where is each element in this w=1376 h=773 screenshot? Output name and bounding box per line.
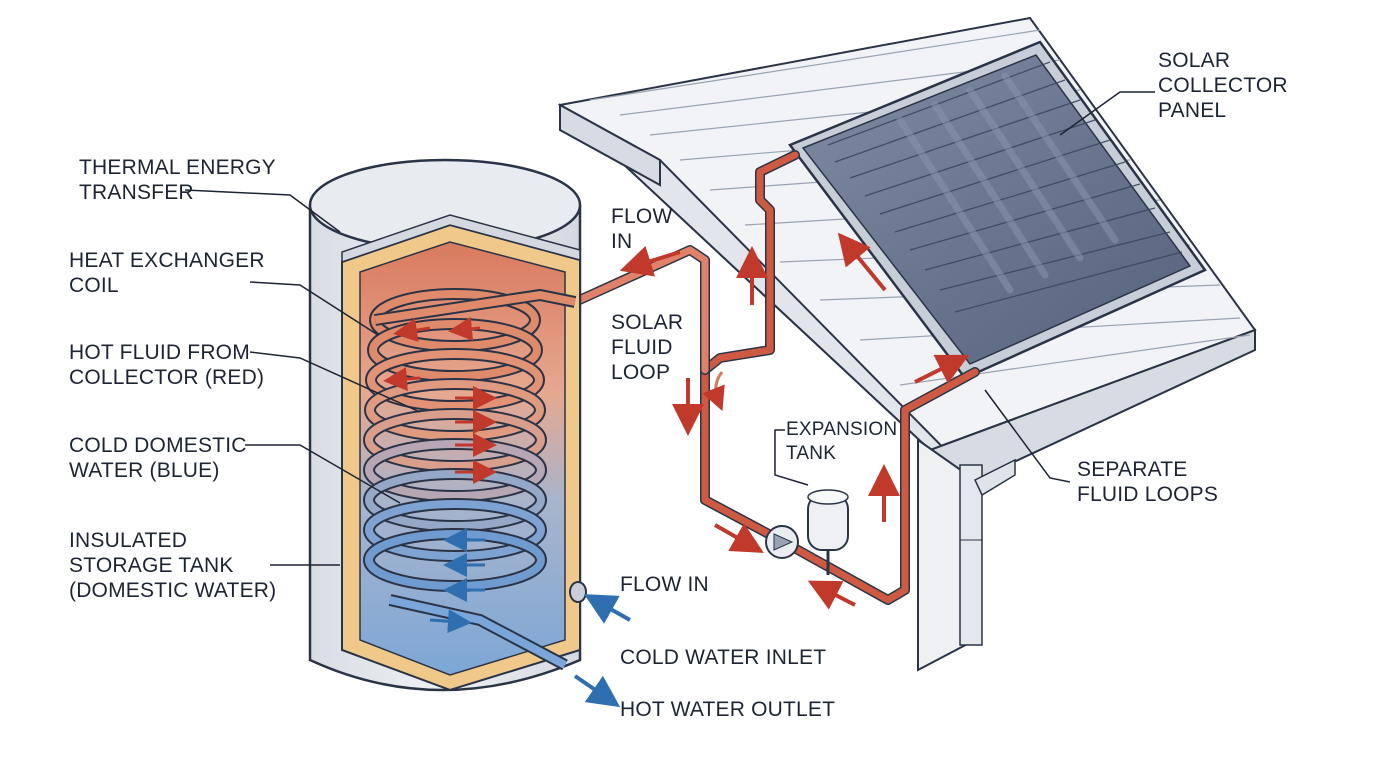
heat-exchanger-coil xyxy=(363,288,577,671)
pump xyxy=(765,525,799,559)
coil-flow-arrows xyxy=(383,316,497,634)
expansion-tank xyxy=(807,489,849,575)
solar-collector-panel xyxy=(788,40,1207,380)
label-hot-water-outlet: HOT WATER OUTLET xyxy=(620,698,836,721)
loop-flow-arrows xyxy=(573,232,970,708)
label-flow-in-bottom: FLOW IN xyxy=(620,573,709,596)
leader-lines xyxy=(184,91,1155,566)
label-cold-water-inlet: COLD WATER INLET xyxy=(620,646,827,669)
